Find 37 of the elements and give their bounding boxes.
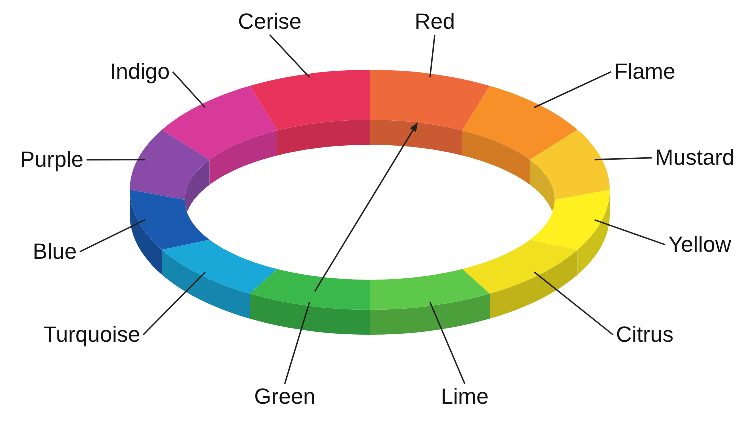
- leader-line: [80, 220, 146, 253]
- leader-line: [534, 272, 614, 336]
- leader-line: [594, 157, 652, 161]
- colour-name-label: Citrus: [616, 324, 674, 346]
- leader-line: [269, 34, 310, 78]
- colour-name-label: Blue: [32, 241, 78, 263]
- colour-name-label: Yellow: [668, 234, 732, 256]
- colour-name-label: Purple: [20, 149, 84, 171]
- ring-segment: [462, 240, 578, 319]
- ring-segment: [250, 269, 370, 335]
- ring-segment: [530, 190, 610, 275]
- colour-name-label: Turquoise: [44, 324, 140, 346]
- ring-segment: [370, 269, 490, 335]
- leader-line: [86, 159, 146, 161]
- ring-segment: [130, 190, 210, 275]
- ring-segment: [370, 70, 490, 156]
- colour-name-label: Cerise: [238, 11, 302, 33]
- colour-name-label: Indigo: [110, 61, 170, 83]
- leader-line: [430, 34, 436, 78]
- leader-line: [534, 71, 612, 108]
- leader-line: [172, 72, 206, 108]
- colour-name-label: Mustard: [655, 147, 735, 169]
- leader-line: [284, 302, 310, 384]
- ring-segment: [162, 240, 278, 319]
- ring-segment: [462, 86, 578, 185]
- ring-segment: [250, 70, 370, 156]
- ring-segment: [530, 130, 610, 212]
- leader-line: [143, 272, 206, 336]
- colour-name-label: Green: [254, 386, 316, 408]
- arrow: [314, 122, 418, 292]
- ring-segment: [130, 130, 210, 212]
- colour-name-label: Lime: [441, 386, 489, 408]
- leader-line: [430, 302, 466, 384]
- colour-name-label: Red: [414, 11, 456, 33]
- colour-name-label: Flame: [614, 61, 676, 83]
- leader-line: [594, 219, 666, 246]
- ring-segment: [162, 86, 278, 185]
